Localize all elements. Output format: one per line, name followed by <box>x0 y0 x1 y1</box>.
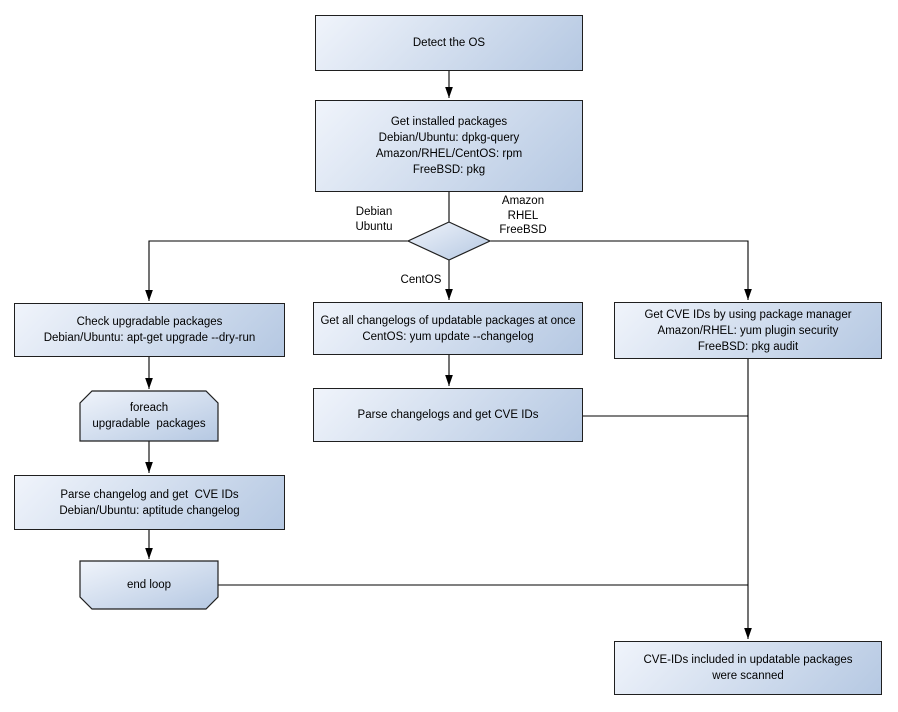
node-check-upgradable: Check upgradable packages Debian/Ubuntu:… <box>14 303 285 357</box>
node-detect-os: Detect the OS <box>315 15 583 71</box>
node-get-all-changelogs: Get all changelogs of updatable packages… <box>313 302 583 355</box>
branch-label-debian-ubuntu: Debian Ubuntu <box>355 206 393 233</box>
edge-decision-to-check-upgradable <box>145 240 408 301</box>
foreach-loop-shape <box>79 390 219 442</box>
node-check-upgradable-label: Check upgradable packages Debian/Ubuntu:… <box>43 316 256 344</box>
node-get-installed-packages-label: Get installed packages Debian/Ubuntu: dp… <box>375 116 523 176</box>
node-end-loop-label: end loop <box>126 579 172 591</box>
node-get-cve-ids-pkg-manager-label: Get CVE IDs by using package manager Ama… <box>644 308 852 353</box>
end-loop-shape <box>79 560 219 610</box>
node-foreach-loop-label: foreach upgradable packages <box>92 402 206 430</box>
node-get-cve-ids-pkg-manager: Get CVE IDs by using package manager Ama… <box>614 302 882 359</box>
node-end-loop: end loop <box>80 561 218 609</box>
branch-label-amazon-rhel-freebsd: Amazon RHEL FreeBSD <box>499 195 547 236</box>
node-scanned-result-label: CVE-IDs included in updatable packages w… <box>643 654 853 682</box>
os-decision-diamond <box>406 221 492 261</box>
node-scanned-result: CVE-IDs included in updatable packages w… <box>614 641 882 695</box>
node-foreach-loop: foreach upgradable packages <box>80 391 218 441</box>
node-parse-changelogs-centos: Parse changelogs and get CVE IDs <box>313 388 583 442</box>
node-detect-os-label: Detect the OS <box>412 37 486 49</box>
branch-label-centos: CentOS <box>400 274 442 286</box>
edge-decision-to-get-cve-ids <box>490 240 752 300</box>
node-parse-changelogs-centos-label: Parse changelogs and get CVE IDs <box>357 409 539 421</box>
node-parse-changelog-debian: Parse changelog and get CVE IDs Debian/U… <box>14 475 285 530</box>
node-get-installed-packages: Get installed packages Debian/Ubuntu: dp… <box>315 100 583 192</box>
node-get-all-changelogs-label: Get all changelogs of updatable packages… <box>320 314 576 343</box>
node-parse-changelog-debian-label: Parse changelog and get CVE IDs Debian/U… <box>59 488 240 517</box>
